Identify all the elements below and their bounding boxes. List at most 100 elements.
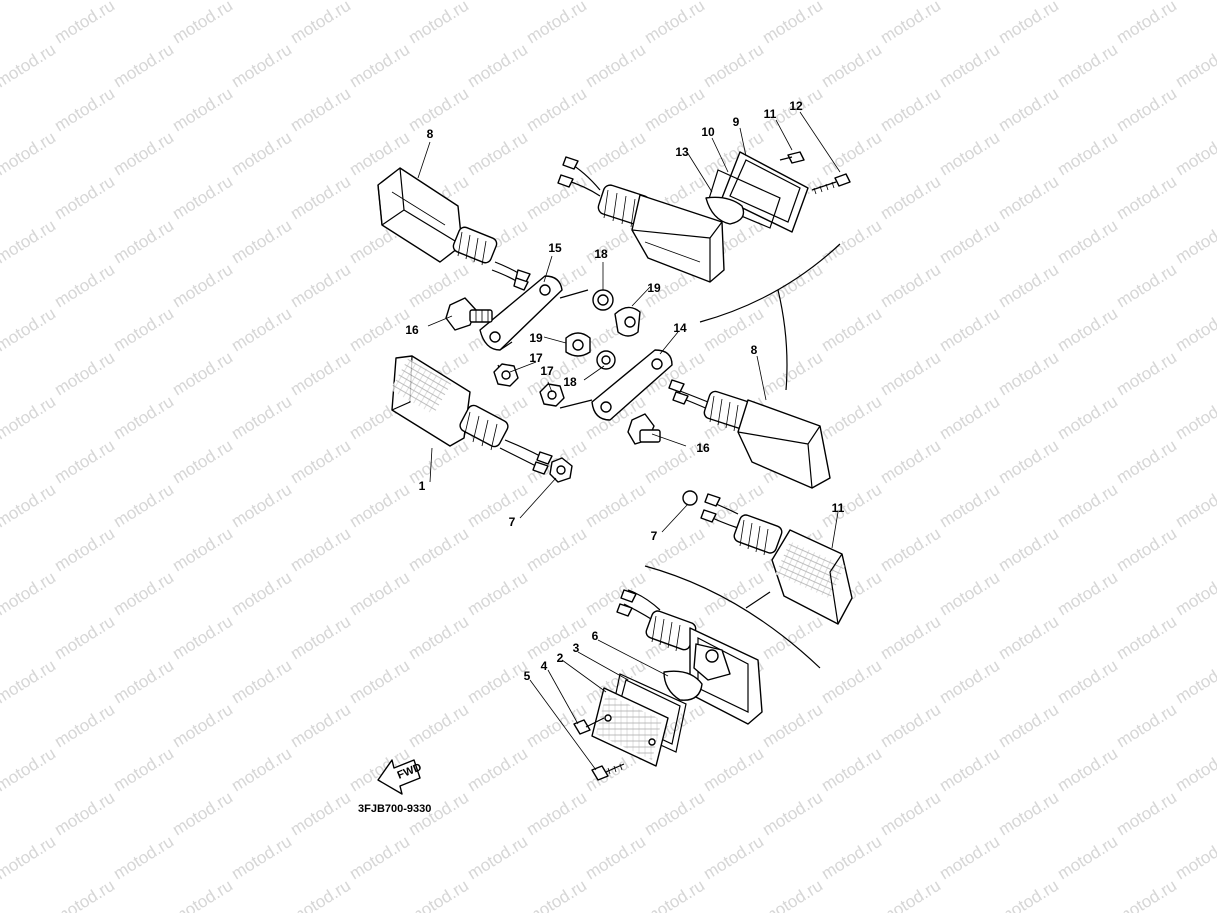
- watermark-text: motod.ru: [1054, 128, 1121, 180]
- callout-17-left: 17: [529, 351, 543, 365]
- watermark-text: motod.ru: [287, 0, 354, 47]
- watermark-text: motod.ru: [936, 216, 1003, 268]
- watermark-text: motod.ru: [1113, 348, 1180, 400]
- watermark-text: motod.ru: [0, 40, 59, 92]
- callout-4: 4: [541, 659, 548, 673]
- callout-8-lower: 8: [751, 343, 758, 357]
- watermark-text: motod.ru: [169, 348, 236, 400]
- watermark-text: motod.ru: [287, 524, 354, 576]
- watermark-text: motod.ru: [346, 304, 413, 356]
- watermark-text: motod.ru: [110, 480, 177, 532]
- watermark-text: motod.ru: [1054, 656, 1121, 708]
- watermark-text: motod.ru: [405, 700, 472, 752]
- callout-18-lower: 18: [563, 375, 577, 389]
- watermark-text: motod.ru: [464, 568, 531, 620]
- watermark-text: motod.ru: [936, 568, 1003, 620]
- watermark-text: motod.ru: [51, 524, 118, 576]
- watermark-text: motod.ru: [110, 0, 177, 3]
- watermark-text: motod.ru: [110, 128, 177, 180]
- watermark-text: motod.ru: [936, 744, 1003, 796]
- watermark-text: motod.ru: [228, 128, 295, 180]
- watermark-text: motod.ru: [51, 788, 118, 840]
- watermark-text: motod.ru: [110, 304, 177, 356]
- watermark-text: motod.ru: [818, 480, 885, 532]
- watermark-text: motod.ru: [51, 0, 118, 47]
- watermark-text: motod.ru: [169, 84, 236, 136]
- watermark-text: motod.ru: [287, 84, 354, 136]
- watermark-text: motod.ru: [346, 0, 413, 3]
- watermark-text: motod.ru: [169, 788, 236, 840]
- watermark-text: motod.ru: [0, 568, 59, 620]
- watermark-text: motod.ru: [759, 876, 826, 913]
- watermark-text: motod.ru: [877, 700, 944, 752]
- flasher-front-right: [668, 289, 831, 489]
- watermark-text: motod.ru: [1054, 304, 1121, 356]
- callout-19-upper: 19: [647, 281, 661, 295]
- watermark-text: motod.ru: [51, 436, 118, 488]
- callout-18-upper: 18: [594, 247, 608, 261]
- flasher-rear-right: [557, 151, 851, 323]
- watermark-text: motod.ru: [228, 568, 295, 620]
- watermark-text: motod.ru: [995, 84, 1062, 136]
- callout-11-upper: 11: [764, 107, 777, 121]
- watermark-text: motod.ru: [1054, 392, 1121, 444]
- callout-19-lower: 19: [529, 331, 543, 345]
- watermark-text: motod.ru: [641, 788, 708, 840]
- callout-7-right: 7: [651, 529, 658, 543]
- watermark-text: motod.ru: [936, 832, 1003, 884]
- watermark-text: motod.ru: [1113, 612, 1180, 664]
- watermark-text: motod.ru: [523, 84, 590, 136]
- watermark-text: motod.ru: [287, 612, 354, 664]
- watermark-text: motod.ru: [110, 40, 177, 92]
- watermark-text: motod.ru: [582, 832, 649, 884]
- callout-labels: 8 15 18 19 19 16 17 17 18 14 16 1 7 8 13…: [405, 99, 844, 683]
- watermark-text: motod.ru: [700, 0, 767, 3]
- watermark-text: motod.ru: [523, 788, 590, 840]
- watermark-text: motod.ru: [936, 656, 1003, 708]
- watermark-text: motod.ru: [1172, 832, 1217, 884]
- watermark-text: motod.ru: [0, 832, 59, 884]
- watermark-text: motod.ru: [51, 84, 118, 136]
- watermark-text: motod.ru: [1113, 260, 1180, 312]
- watermark-text: motod.ru: [995, 700, 1062, 752]
- watermark-text: motod.ru: [700, 744, 767, 796]
- leader-lines: [417, 111, 841, 771]
- watermark-text: motod.ru: [700, 568, 767, 620]
- watermark-text: motod.ru: [877, 788, 944, 840]
- part-code: 3FJB700-9330: [358, 803, 431, 815]
- watermark-text: motod.ru: [51, 700, 118, 752]
- watermark-text: motod.ru: [936, 40, 1003, 92]
- watermark-text: motod.ru: [405, 436, 472, 488]
- watermark-text: motod.ru: [995, 260, 1062, 312]
- watermark-text: motod.ru: [405, 0, 472, 47]
- watermark-text: motod.ru: [582, 40, 649, 92]
- watermark-text: motod.ru: [287, 876, 354, 913]
- watermark-text: motod.ru: [1172, 216, 1217, 268]
- watermark-text: motod.ru: [1172, 568, 1217, 620]
- watermark-text: motod.ru: [110, 568, 177, 620]
- watermark-text: motod.ru: [936, 304, 1003, 356]
- watermark-text: motod.ru: [228, 0, 295, 3]
- watermark-text: motod.ru: [169, 0, 236, 47]
- watermark-text: motod.ru: [464, 40, 531, 92]
- watermark-text: motod.ru: [700, 40, 767, 92]
- callout-13: 13: [675, 145, 689, 159]
- watermark-text: motod.ru: [346, 568, 413, 620]
- callout-16-right: 16: [696, 441, 710, 455]
- watermark-text: motod.ru: [582, 480, 649, 532]
- watermark-text: motod.ru: [169, 612, 236, 664]
- watermark-text: motod.ru: [1054, 216, 1121, 268]
- watermark-text: motod.ru: [995, 348, 1062, 400]
- watermark-text: motod.ru: [464, 128, 531, 180]
- watermark-text: motod.ru: [51, 612, 118, 664]
- flasher-rear-left: [377, 167, 531, 291]
- watermark-text: motod.ru: [464, 480, 531, 532]
- watermark-text: motod.ru: [759, 788, 826, 840]
- watermark-text: motod.ru: [1172, 0, 1217, 3]
- watermark-text: motod.ru: [287, 172, 354, 224]
- watermark-text: motod.ru: [1054, 832, 1121, 884]
- watermark-text: motod.ru: [110, 744, 177, 796]
- watermark-text: motod.ru: [995, 788, 1062, 840]
- watermark-text: motod.ru: [346, 480, 413, 532]
